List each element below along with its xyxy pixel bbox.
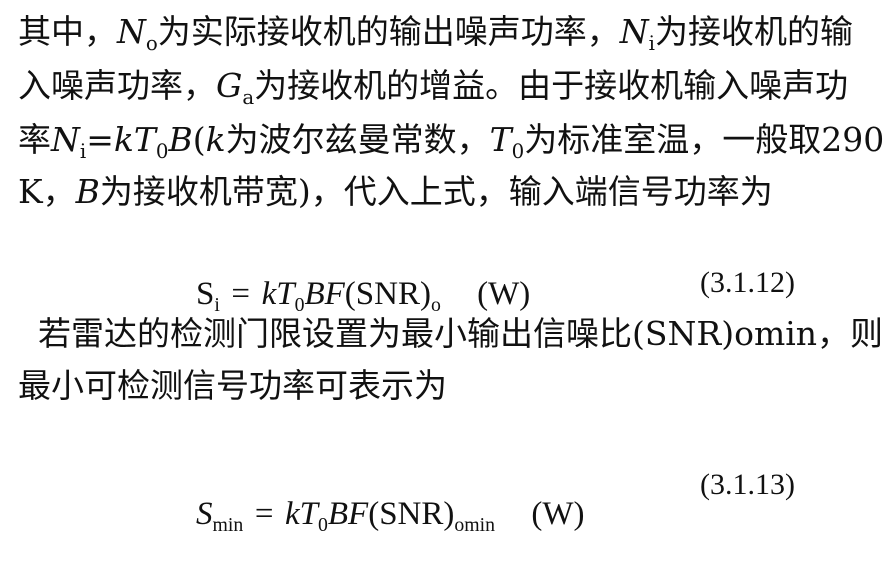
text-line-4: K，B为接收机带宽)，代入上式，输入端信号功率为 [18, 172, 773, 212]
subscript: 0 [318, 513, 328, 536]
text-segment: 入噪声功率， [18, 66, 216, 105]
variable-N: N [51, 120, 80, 159]
equation-3-1-13: Smin = kT0BF(SNR)omin (W) [196, 496, 585, 536]
snr-term: (SNR) [368, 496, 455, 532]
variable-k: k [205, 120, 226, 159]
subscript: o [145, 31, 158, 55]
text-segment: 为标准室温，一般取290 [524, 120, 884, 159]
subscript: min [212, 513, 244, 536]
subscript: i [214, 293, 220, 316]
variable-G: G [216, 66, 243, 105]
unit-watt: (W) [477, 276, 531, 312]
unit-watt: (W) [531, 496, 585, 532]
equals-sign: = [86, 120, 114, 159]
variable-BF: BF [327, 496, 369, 532]
subscript: 0 [155, 139, 169, 163]
variable-B: B [168, 120, 193, 159]
text-segment: 为接收机的输 [655, 12, 853, 51]
variable-B: B [75, 172, 100, 211]
subscript: 0 [294, 293, 305, 316]
text-line-2: 入噪声功率，Ga为接收机的增益。由于接收机输入噪声功 [18, 66, 849, 109]
equation-number: (3.1.13) [700, 468, 795, 501]
text-segment: ( [192, 120, 206, 159]
text-segment: 为接收机的增益。由于接收机输入噪声功 [254, 66, 849, 105]
text-segment: 率 [18, 120, 51, 159]
variable-kT: kT [285, 496, 318, 532]
equals-sign: = [254, 496, 274, 532]
subscript: o [430, 293, 441, 316]
equals-sign: = [231, 276, 251, 312]
variable-T: T [489, 120, 512, 159]
variable-N: N [117, 12, 146, 51]
variable-BF: BF [304, 276, 345, 312]
text-line-5: 若雷达的检测门限设置为最小输出信噪比(SNR)omin，则 [38, 314, 884, 353]
text-segment: 为实际接收机的输出噪声功率， [157, 12, 620, 51]
variable-S: S [196, 276, 215, 312]
subscript: omin [454, 513, 496, 536]
variable-kT: kT [261, 276, 295, 312]
equation-number: (3.1.12) [700, 266, 795, 299]
equation-3-1-12: Si = kT0BF(SNR)o (W) [196, 276, 531, 316]
variable-kT: kT [113, 120, 156, 159]
text-segment: K， [18, 172, 76, 211]
subscript: 0 [511, 139, 525, 163]
text-segment: 其中， [18, 12, 117, 51]
variable-S: S [196, 496, 213, 532]
text-line-6: 最小可检测信号功率可表示为 [18, 366, 447, 405]
snr-term: (SNR) [344, 276, 431, 312]
text-segment: 为波尔兹曼常数， [225, 120, 490, 159]
subscript: a [242, 85, 255, 109]
text-segment: 为接收机带宽)，代入上式，输入端信号功率为 [99, 172, 773, 211]
variable-N: N [619, 12, 649, 51]
text-line-1: 其中，No为实际接收机的输出噪声功率，Ni为接收机的输 [18, 12, 853, 55]
subscript: i [79, 139, 87, 163]
text-line-3: 率Ni=kT0B(k为波尔兹曼常数，T0为标准室温，一般取290 [18, 120, 884, 163]
subscript: i [648, 31, 655, 55]
